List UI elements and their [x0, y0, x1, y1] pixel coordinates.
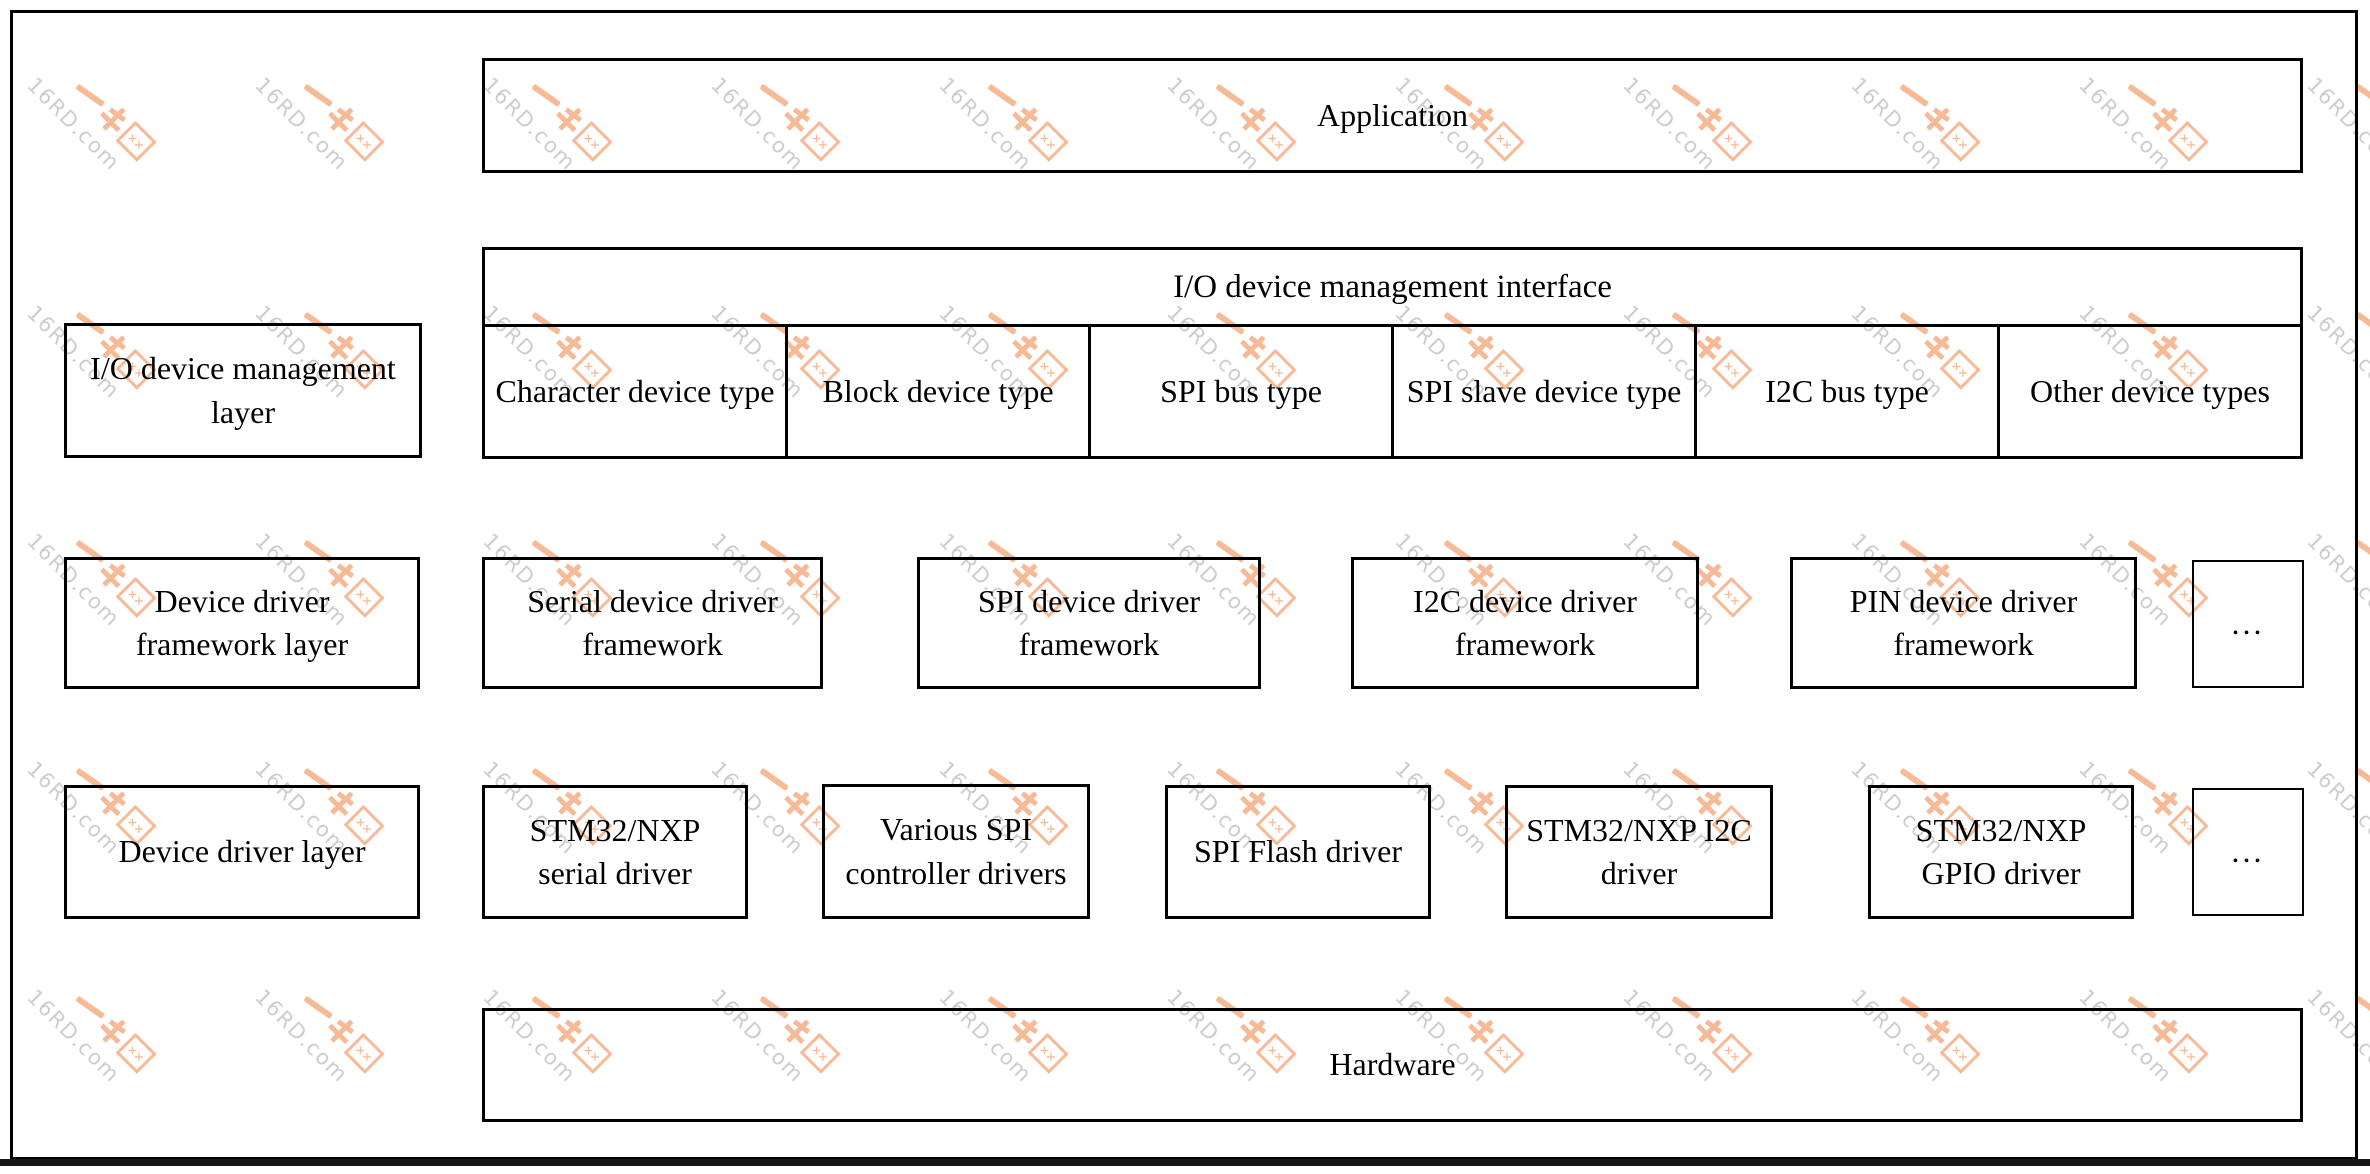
device-type-row: Character device type Block device type … [485, 327, 2300, 456]
stm32-nxp-serial-driver-box: STM32/NXP serial driver [482, 785, 748, 919]
pin-device-driver-framework-box: PIN device driver framework [1790, 557, 2137, 689]
hardware-box: Hardware [482, 1008, 2303, 1122]
cell-spi-bus-type: SPI bus type [1088, 327, 1391, 456]
stm32-nxp-i2c-driver-box: STM32/NXP I2C driver [1505, 785, 1773, 919]
cell-character-device-type: Character device type [495, 372, 775, 409]
spi-flash-driver-box: SPI Flash driver [1165, 785, 1431, 919]
application-box: Application [482, 58, 2303, 173]
application-label: Application [1316, 96, 1469, 133]
cell-spi-slave-device-type: SPI slave device type [1391, 327, 1694, 456]
various-spi-controller-drivers-box: Various SPI controller drivers [822, 784, 1090, 919]
diagram-outer-border [10, 10, 2358, 1160]
driver-ellipsis-box: ... [2192, 788, 2304, 916]
interface-title: I/O device management interface [1173, 268, 1612, 305]
bottom-edge-bar [0, 1159, 2370, 1166]
label-io-device-management-layer: I/O device management layer [64, 323, 422, 458]
label-device-driver-framework-layer: Device driver framework layer [64, 557, 420, 689]
io-device-management-interface-block: I/O device management interface Characte… [482, 247, 2303, 459]
framework-ellipsis-box: ... [2192, 560, 2304, 688]
cell-block-device-type: Block device type [785, 327, 1088, 456]
label-device-driver-layer: Device driver layer [64, 785, 420, 919]
hardware-label: Hardware [1329, 1046, 1456, 1083]
stm32-nxp-gpio-driver-box: STM32/NXP GPIO driver [1868, 785, 2134, 919]
spi-device-driver-framework-box: SPI device driver framework [917, 557, 1261, 689]
cell-i2c-bus-type: I2C bus type [1694, 327, 1997, 456]
i2c-device-driver-framework-box: I2C device driver framework [1351, 557, 1699, 689]
serial-device-driver-framework-box: Serial device driver framework [482, 557, 823, 689]
cell-other-device-types: Other device types [1997, 327, 2300, 456]
interface-header: I/O device management interface [485, 250, 2300, 327]
